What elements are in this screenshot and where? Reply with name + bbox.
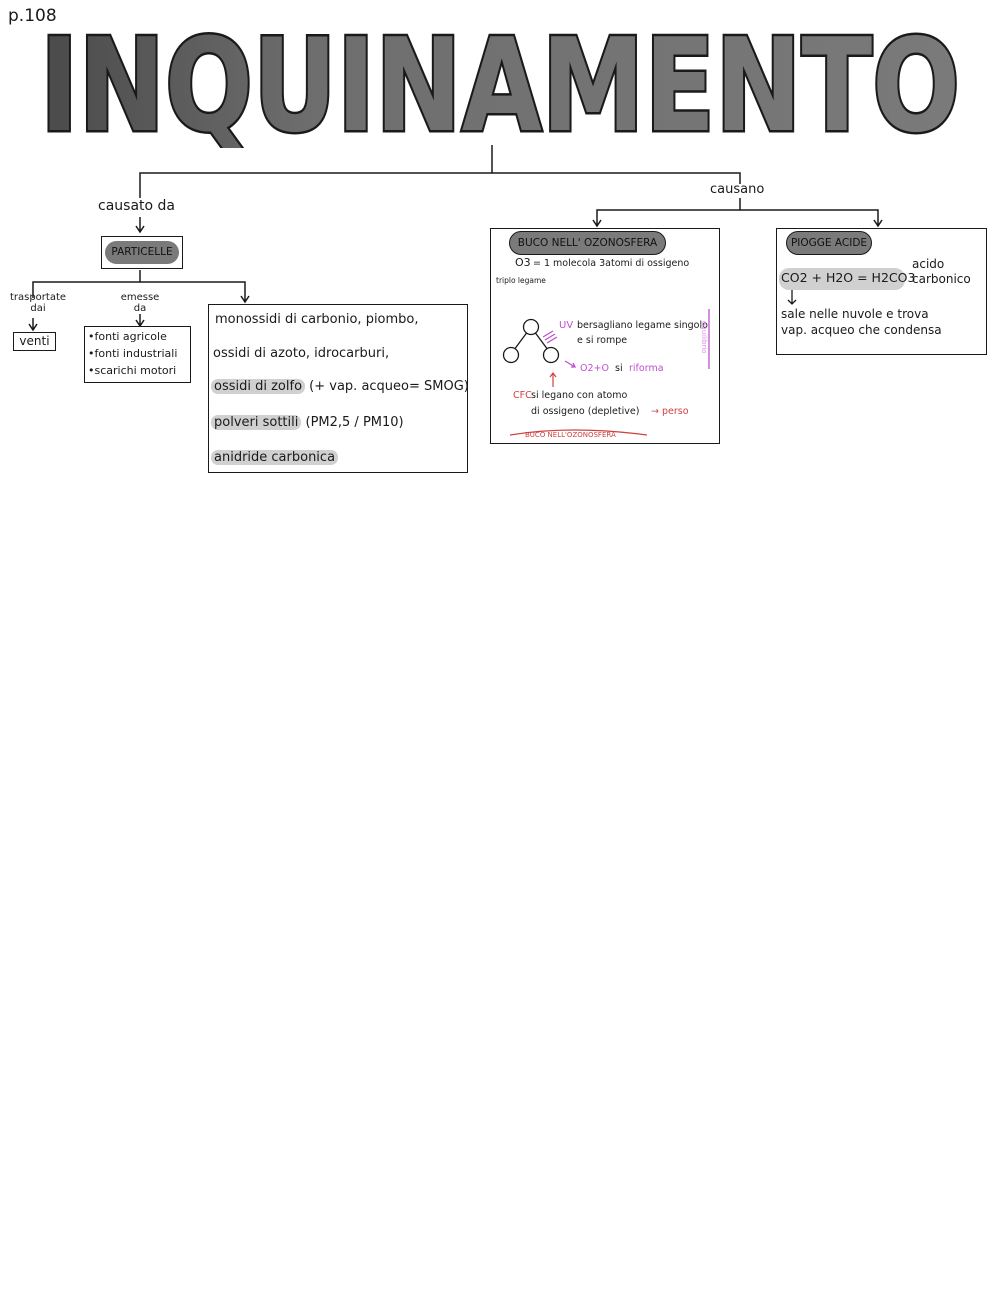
- fonti-item-2: •fonti industriali: [88, 347, 178, 360]
- particelle-label: PARTICELLE: [111, 246, 173, 258]
- ozone-box: BUCO NELL' OZONOSFERA O3 = 1 molecola 3a…: [490, 228, 720, 444]
- particelle-list-box: monossidi di carbonio, piombo, ossidi di…: [208, 304, 469, 473]
- page-number: p.108: [8, 6, 57, 26]
- fonti-item-1: •fonti agricole: [88, 330, 167, 343]
- acid-text-2: vap. acqueo che condensa: [781, 323, 942, 337]
- acid-text-1: sale nelle nuvole e trova: [781, 307, 929, 321]
- riforma-label: riforma: [629, 363, 664, 374]
- ozone-formula: O3: [515, 256, 531, 269]
- fonti-box: •fonti agricole •fonti industriali •scar…: [84, 326, 191, 383]
- triplo-legame-note: triplo legame: [496, 276, 546, 285]
- carbonico-label: carbonico: [912, 272, 971, 286]
- cfc-label: CFC: [513, 390, 532, 401]
- trasportate-line1: trasportate: [9, 292, 67, 303]
- pm-note: (PM2,5 / PM10): [305, 415, 404, 430]
- down-arrow-icon: [787, 290, 797, 305]
- list-line-1: monossidi di carbonio, piombo,: [215, 312, 419, 327]
- uv-text-1: bersagliano legame singolo: [577, 320, 708, 331]
- uv-text-2: e si rompe: [577, 335, 628, 346]
- acid-rain-title: PIOGGE ACIDE: [790, 237, 868, 249]
- list-line-5: anidride carbonica: [211, 450, 339, 465]
- title-text: INQUINAMENTO: [40, 18, 960, 148]
- ozone-formula-desc: = 1 molecola 3atomi di ossigeno: [533, 258, 690, 269]
- venti-label: venti: [19, 334, 50, 348]
- equation-highlight: [779, 268, 905, 290]
- trasportate-line2: dai: [30, 303, 46, 314]
- list-line-4: polveri sottili (PM2,5 / PM10): [211, 415, 404, 430]
- trasportate-label: trasportate dai: [8, 292, 68, 314]
- acido-label: acido: [912, 257, 945, 271]
- o2-o-label: O2+O: [580, 363, 609, 374]
- perso-label: → perso: [651, 406, 689, 417]
- acid-equation: CO2 + H2O = H2CO3: [781, 270, 916, 285]
- causato-da-label: causato da: [98, 198, 175, 214]
- causano-label: causano: [710, 182, 765, 197]
- ozone-title: BUCO NELL' OZONOSFERA: [517, 237, 658, 249]
- uv-label: UV: [559, 320, 574, 331]
- ozone-molecule-diagram: [502, 309, 710, 436]
- particelle-box: PARTICELLE: [101, 236, 183, 269]
- cfc-text-1: si legano con atomo: [531, 390, 628, 401]
- emesse-label: emesse da: [112, 292, 168, 314]
- emesse-line1: emesse: [120, 292, 160, 303]
- equilibrio-side-note: equilibrio: [700, 321, 708, 354]
- acid-rain-box: PIOGGE ACIDE CO2 + H2O = H2CO3 acido car…: [776, 228, 987, 355]
- title-graphic: INQUINAMENTO: [38, 18, 963, 148]
- cfc-text-2: di ossigeno (depletive): [531, 406, 640, 417]
- list-line-2: ossidi di azoto, idrocarburi,: [213, 346, 390, 361]
- smog-note: (+ vap. acqueo= SMOG): [309, 379, 469, 394]
- list-line-3: ossidi di zolfo (+ vap. acqueo= SMOG): [211, 379, 469, 394]
- emesse-line2: da: [133, 303, 147, 314]
- ossidi-zolfo-highlight: ossidi di zolfo: [211, 379, 306, 394]
- riforma-si: si: [615, 363, 623, 374]
- connector-lines: [28, 145, 883, 332]
- polveri-highlight: polveri sottili: [211, 415, 302, 430]
- anidride-highlight: anidride carbonica: [211, 450, 339, 465]
- fonti-item-3: •scarichi motori: [88, 364, 177, 377]
- ozone-footer: BUCO NELL'OZONOSFERA: [525, 431, 616, 439]
- venti-box: venti: [13, 332, 56, 351]
